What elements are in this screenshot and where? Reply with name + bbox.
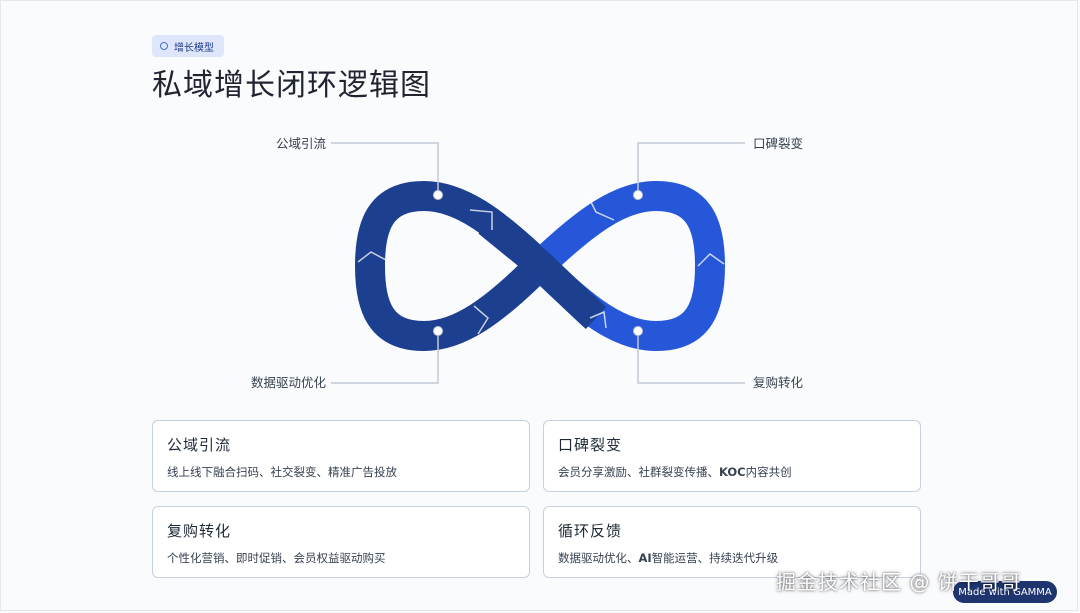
loop-crossing bbox=[478, 210, 607, 330]
card-description: 会员分享激励、社群裂变传播、KOC内容共创 bbox=[558, 465, 792, 479]
label-public-traffic: 公域引流 bbox=[275, 136, 326, 151]
card-title: 口碑裂变 bbox=[558, 436, 623, 454]
connector-lines bbox=[331, 142, 745, 384]
page-title: 私域增长闭环逻辑图 bbox=[152, 68, 431, 103]
card-public-traffic: 公域引流 线上线下融合扫码、社交裂变、精准广告投放 bbox=[152, 420, 530, 492]
loop-left-arc bbox=[354, 180, 551, 352]
label-repurchase: 复购转化 bbox=[753, 375, 804, 390]
infinity-loop-diagram bbox=[331, 142, 745, 384]
label-data-driven: 数据驱动优化 bbox=[250, 375, 326, 390]
card-description: 数据驱动优化、AI智能运营、持续迭代升级 bbox=[558, 551, 779, 565]
card-word-of-mouth: 口碑裂变 会员分享激励、社群裂变传播、KOC内容共创 bbox=[543, 420, 921, 492]
watermark: 掘金技术社区 @ 饼干哥哥 bbox=[776, 570, 1022, 594]
card-description: 线上线下融合扫码、社交裂变、精准广告投放 bbox=[167, 465, 397, 479]
loop-right-arc bbox=[529, 180, 726, 352]
made-with-gamma-button[interactable]: Made with GAMMA bbox=[953, 581, 1057, 603]
card-repurchase: 复购转化 个性化营销、即时促销、会员权益驱动购买 bbox=[152, 506, 530, 578]
section-badge: 增长模型 bbox=[152, 35, 224, 57]
card-title: 复购转化 bbox=[167, 522, 232, 540]
segment-separators bbox=[357, 195, 725, 335]
card-feedback-loop: 循环反馈 数据驱动优化、AI智能运营、持续迭代升级 bbox=[543, 506, 921, 578]
label-word-of-mouth: 口碑裂变 bbox=[753, 136, 804, 151]
badge-label: 增长模型 bbox=[174, 42, 214, 54]
connector-dots bbox=[433, 190, 643, 336]
circle-icon bbox=[160, 42, 168, 50]
card-title: 循环反馈 bbox=[558, 522, 623, 540]
card-description: 个性化营销、即时促销、会员权益驱动购买 bbox=[167, 551, 386, 565]
card-title: 公域引流 bbox=[167, 436, 232, 454]
